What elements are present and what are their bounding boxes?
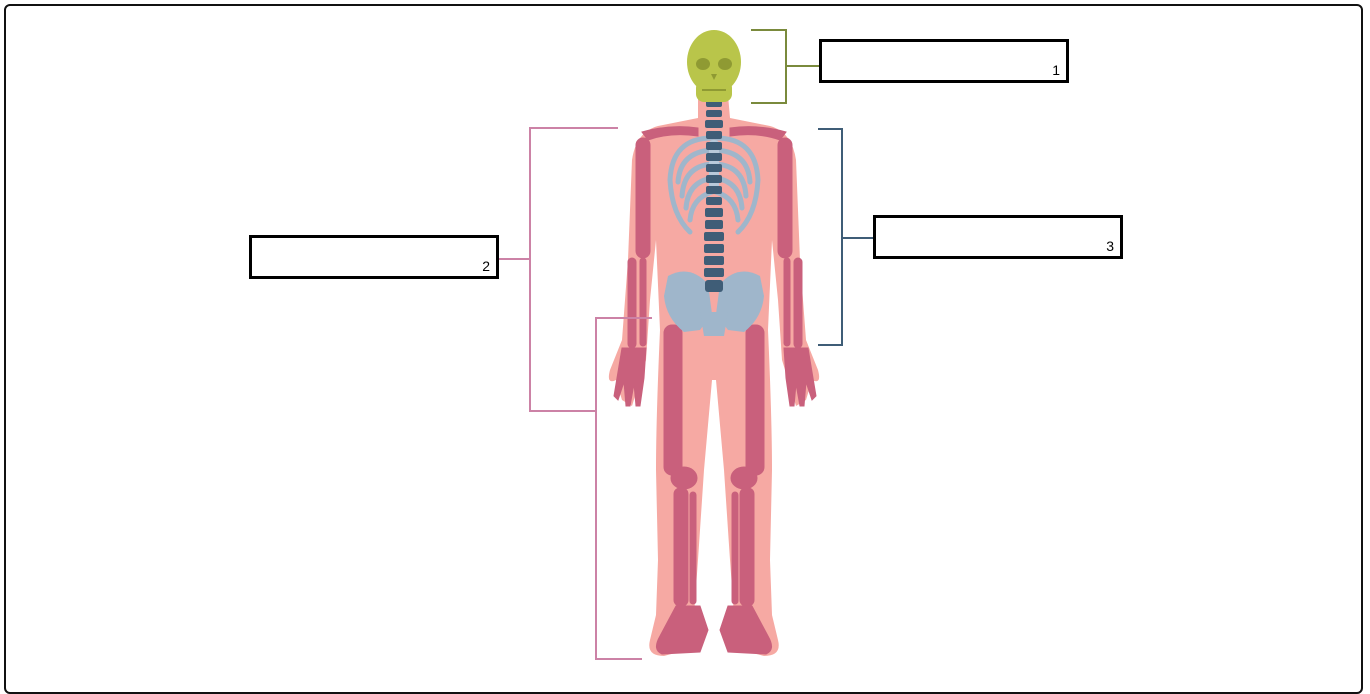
skull	[687, 30, 741, 102]
skeleton-diagram	[0, 0, 1370, 680]
label-input-1[interactable]	[822, 42, 1066, 80]
label-box-1[interactable]: 1	[819, 39, 1069, 83]
label-input-3[interactable]	[876, 218, 1120, 256]
label-input-2[interactable]	[252, 238, 496, 276]
label-box-3[interactable]: 3	[873, 215, 1123, 259]
bracket-3	[818, 129, 873, 345]
bracket-1	[751, 30, 819, 103]
label-box-2[interactable]: 2	[249, 235, 499, 279]
